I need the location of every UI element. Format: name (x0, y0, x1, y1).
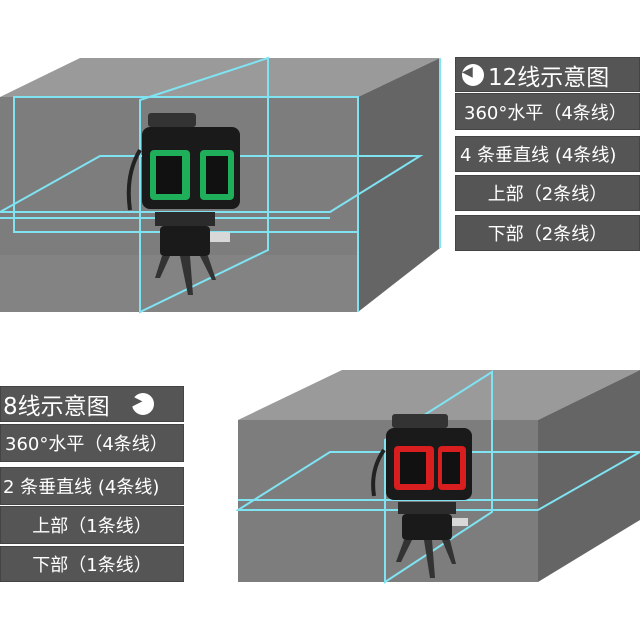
room-floor-shade (0, 255, 358, 312)
laser-level-device (371, 414, 472, 578)
top-legend-item-text: 4 条垂直线 (4条线) (460, 145, 617, 166)
room-scene-12-line (0, 56, 441, 314)
top-legend-item: 360°水平（4条线） (455, 93, 640, 130)
room-right-wall (358, 58, 440, 312)
top-legend-item: 下部（2条线） (455, 215, 640, 251)
bottom-legend-title: 8线示意图 ▶ (0, 386, 184, 422)
top-legend-item-text: 360°水平（4条线） (464, 102, 627, 124)
top-legend-item-text: 下部（2条线） (487, 224, 608, 245)
bottom-legend-item: 下部（1条线） (0, 546, 184, 582)
top-legend-title: ◀ 12线示意图 (455, 57, 640, 92)
room-scene-8-line (236, 370, 640, 584)
bottom-legend-item-text: 360°水平（4条线） (5, 434, 168, 455)
laser-lines (0, 56, 441, 314)
room-ceiling (238, 370, 640, 420)
bottom-legend-item-text: 上部（1条线） (32, 516, 152, 537)
circle-left-arrow-icon: ◀ (462, 63, 484, 86)
laser-level-device (126, 113, 240, 295)
room-right-wall (538, 370, 640, 582)
top-legend-item: 上部（2条线） (455, 175, 640, 211)
top-legend-item: 4 条垂直线 (4条线) (455, 136, 640, 172)
bottom-legend-item: 上部（1条线） (0, 506, 184, 544)
bottom-legend-item-text: 下部（1条线） (32, 555, 152, 576)
circle-right-arrow-icon: ▶ (131, 393, 154, 415)
top-legend-title-text: 12线示意图 (488, 64, 610, 91)
bottom-legend-item: 360°水平（4条线） (0, 424, 184, 462)
bottom-legend-title-text: 8线示意图 (3, 394, 110, 420)
top-legend-item-text: 上部（2条线） (487, 184, 608, 205)
room-ceiling (0, 58, 440, 97)
bottom-legend-item-text: 2 条垂直线 (4条线) (3, 477, 160, 498)
bottom-legend-item: 2 条垂直线 (4条线) (0, 467, 184, 505)
